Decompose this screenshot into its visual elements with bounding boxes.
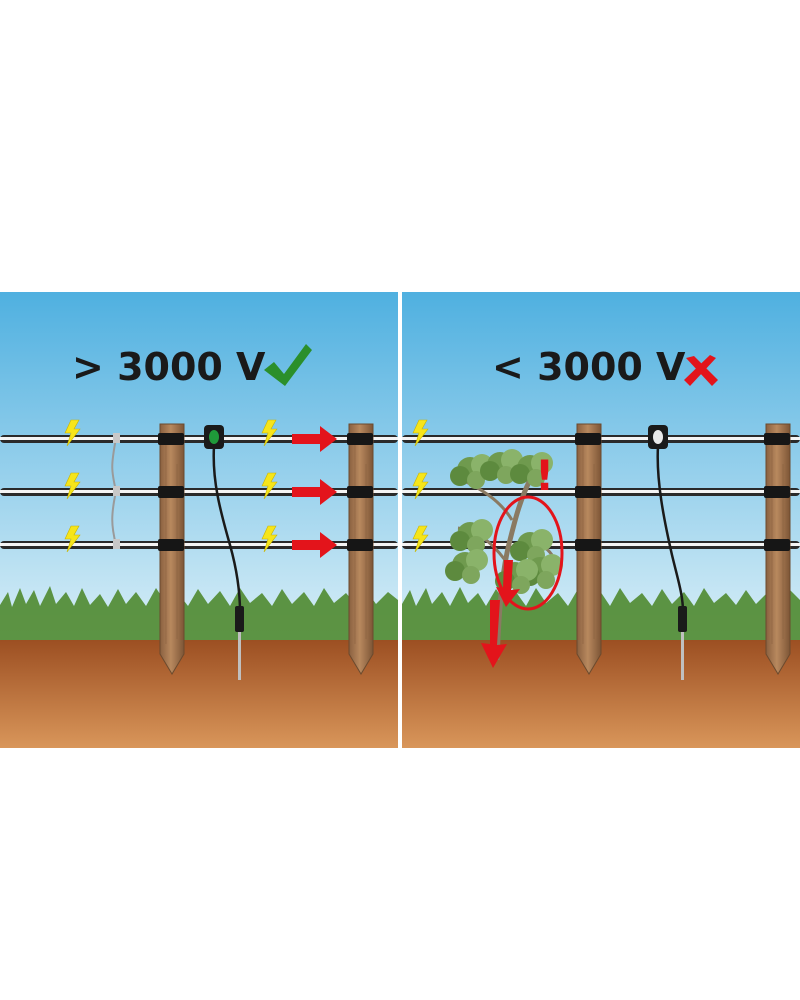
fence-tester-right bbox=[648, 425, 687, 680]
check-mark-icon bbox=[264, 344, 312, 386]
connector-clip bbox=[113, 486, 120, 496]
grass-left bbox=[0, 586, 398, 640]
insulator bbox=[764, 539, 790, 551]
fence-tester-left bbox=[204, 425, 244, 680]
voltage-label-left: > 3000 V bbox=[72, 345, 266, 389]
tester-light bbox=[653, 430, 663, 444]
insulator bbox=[158, 539, 184, 551]
tree-branch bbox=[445, 449, 563, 661]
tester-light bbox=[209, 430, 219, 444]
contact-highlight-circle bbox=[492, 495, 564, 611]
insulator bbox=[764, 486, 790, 498]
sky-left bbox=[0, 292, 398, 640]
ground-probe bbox=[235, 606, 244, 632]
connector-clip bbox=[113, 433, 120, 443]
insulator bbox=[575, 433, 601, 445]
ground-probe bbox=[678, 606, 687, 632]
insulator bbox=[158, 433, 184, 445]
insulator bbox=[347, 433, 373, 445]
insulator bbox=[347, 486, 373, 498]
soil-right bbox=[402, 640, 800, 748]
insulator bbox=[764, 433, 790, 445]
soil-left bbox=[0, 640, 398, 748]
insulator bbox=[347, 539, 373, 551]
current-leak-arrow-icon bbox=[481, 560, 520, 668]
panel-left: > 3000 V bbox=[0, 292, 398, 748]
cross-mark-icon bbox=[684, 355, 718, 386]
panel-divider bbox=[398, 292, 402, 748]
connector-clip bbox=[113, 539, 120, 549]
insulator bbox=[575, 486, 601, 498]
panel-right: < 3000 V bbox=[402, 292, 800, 748]
insulator bbox=[575, 539, 601, 551]
voltage-label-right: < 3000 V bbox=[492, 345, 686, 389]
warning-exclamation: ! bbox=[535, 451, 554, 500]
insulator bbox=[158, 486, 184, 498]
